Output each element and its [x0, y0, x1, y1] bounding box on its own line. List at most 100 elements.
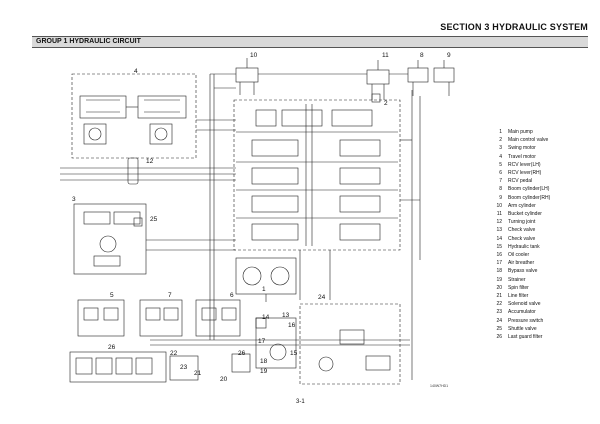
page-number: 3-1: [296, 399, 305, 405]
legend-number: 21: [496, 293, 502, 300]
legend-item: 16 Oil cooler: [488, 251, 550, 259]
boom-cylinder-rh: [433, 60, 455, 96]
callout-17: 17: [258, 338, 266, 345]
callout-16: 16: [288, 322, 296, 329]
callout-9: 9: [447, 52, 451, 59]
legend-label: Line filter: [508, 293, 529, 300]
legend-label: Last guard filter: [508, 334, 543, 341]
hydraulic-tank-symbol: [269, 343, 287, 361]
last-guard-filter: [231, 353, 251, 373]
callout-4: 4: [134, 68, 138, 75]
legend-item: 9 Boom cylinder(RH): [488, 194, 550, 202]
swing-motor: [73, 203, 147, 275]
legend-label: Oil cooler: [508, 252, 530, 259]
callout-25: 25: [150, 216, 158, 223]
legend-number: 2: [499, 137, 502, 144]
legend-number: 14: [496, 235, 502, 242]
legend-number: 9: [499, 194, 502, 201]
callout-23: 23: [180, 364, 188, 371]
legend-item: 6 RCV lever(RH): [488, 169, 550, 177]
callout-19: 19: [260, 368, 268, 375]
legend-item: 8 Boom cylinder(LH): [488, 185, 550, 193]
hydraulic-tank: [299, 303, 401, 385]
legend-label: Check valve: [508, 227, 536, 234]
callout-5: 5: [110, 292, 114, 299]
legend-label: Solenoid valve: [508, 301, 541, 308]
legend-label: Turning joint: [508, 219, 536, 226]
legend-number: 13: [496, 227, 502, 234]
callout-24: 24: [318, 294, 326, 301]
legend-number: 17: [496, 260, 502, 267]
legend-item: 26 Last guard filter: [488, 333, 550, 341]
main-control-valve: [233, 99, 401, 251]
legend-number: 8: [499, 186, 502, 193]
legend-label: RCV pedal: [508, 178, 533, 185]
legend-number: 26: [496, 334, 502, 341]
legend-label: Boom cylinder(RH): [508, 194, 551, 201]
callout-6: 6: [230, 292, 234, 299]
group-title-bar: GROUP 1 HYDRAULIC CIRCUIT: [32, 36, 588, 48]
legend-label: Boom cylinder(LH): [508, 186, 550, 193]
callout-2: 2: [384, 100, 388, 107]
legend-number: 6: [499, 170, 502, 177]
tank-filter-group: [255, 317, 297, 369]
callout-13: 13: [282, 312, 290, 319]
legend-label: Bucket cylinder: [508, 211, 542, 218]
legend-item: 3 Swing motor: [488, 144, 550, 152]
legend-number: 5: [499, 161, 502, 168]
legend-label: Main pump: [508, 129, 533, 135]
legend-number: 10: [496, 202, 502, 209]
legend-item: 1 Main pump: [488, 128, 550, 136]
callout-3: 3: [72, 196, 76, 203]
solenoid-valve-block: [69, 351, 167, 383]
legend-label: RCV lever(LH): [508, 161, 541, 168]
legend-number: 19: [496, 276, 502, 283]
callout-26-b: 26: [238, 350, 246, 357]
legend-number: 25: [496, 325, 502, 332]
callout-26: 26: [108, 344, 116, 351]
callout-21: 21: [194, 370, 202, 377]
legend-item: 5 RCV lever(LH): [488, 161, 550, 169]
figure-code: 140W7HD1: [430, 384, 449, 388]
legend-number: 22: [496, 301, 502, 308]
legend-label: Swing motor: [508, 145, 536, 152]
legend-label: Travel motor: [508, 153, 536, 160]
callout-1: 1: [262, 286, 266, 293]
callout-18: 18: [260, 358, 268, 365]
main-pump: [235, 257, 297, 302]
section-title: SECTION 3 HYDRAULIC SYSTEM: [440, 22, 588, 32]
group-title: GROUP 1 HYDRAULIC CIRCUIT: [36, 38, 141, 45]
legend-number: 3: [499, 145, 502, 152]
legend-item: 21 Line filter: [488, 292, 550, 300]
legend-number: 16: [496, 252, 502, 259]
legend-number: 11: [496, 211, 502, 218]
legend-label: Strainer: [508, 276, 526, 283]
legend-number: 24: [496, 317, 502, 324]
legend-item: 22 Solenoid valve: [488, 300, 550, 308]
legend-number: 18: [496, 268, 502, 275]
arm-cylinder: [235, 58, 259, 95]
bucket-cylinder: [366, 60, 390, 100]
rcv-lever-rh: [195, 299, 241, 337]
legend-item: 12 Turning joint: [488, 218, 550, 226]
callout-10: 10: [250, 52, 258, 59]
legend-number: 20: [496, 284, 502, 291]
legend-number: 23: [496, 309, 502, 316]
legend-number: 4: [499, 153, 502, 160]
legend-number: 1: [499, 129, 502, 135]
callout-14: 14: [262, 314, 270, 321]
pressure-switch-block: [169, 355, 199, 381]
callout-15: 15: [290, 350, 298, 357]
legend-number: 15: [496, 243, 502, 250]
legend-number: 12: [496, 219, 502, 226]
legend-label: RCV lever(RH): [508, 170, 542, 177]
